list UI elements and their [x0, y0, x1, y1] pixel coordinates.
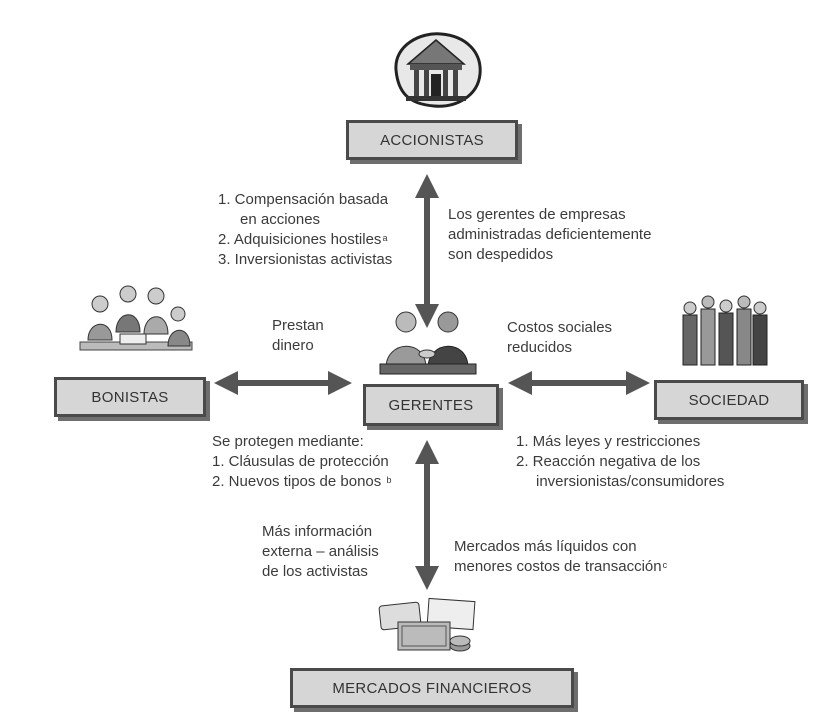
- mechanism-1-cont: en acciones: [240, 211, 321, 228]
- liquidity-line-1: Mercados más líquidos con: [454, 538, 637, 555]
- liquidity-line-2-text: menores costos de transacción: [454, 558, 662, 575]
- mercados-liquidity-text: Mercados más líquidos con menores costos…: [454, 537, 667, 577]
- building-illustration: [394, 32, 482, 108]
- consequence-2: 2. Reacción negativa de los: [516, 453, 701, 470]
- footnote-c: c: [662, 560, 668, 570]
- protection-heading: Se protegen mediante:: [212, 433, 364, 450]
- protection-2-text: 2. Nuevos tipos de bonos: [212, 473, 382, 490]
- effect-line-3: son despedidos: [448, 246, 554, 263]
- info-line-1: Más información: [262, 523, 373, 540]
- prestan-line: Prestan: [272, 317, 324, 334]
- society-crowd-illustration: [682, 295, 768, 366]
- accionistas-box: ACCIONISTAS: [346, 120, 518, 160]
- money-cards-illustration: [378, 597, 476, 652]
- sociedad-box: SOCIEDAD: [654, 380, 804, 420]
- dinero-line: dinero: [272, 337, 314, 354]
- protection-1: 1. Cláusulas de protección: [212, 453, 389, 470]
- bonistas-label: BONISTAS: [91, 388, 169, 406]
- accionistas-effect-text: Los gerentes de empresas administradas d…: [448, 205, 651, 265]
- sociedad-label: SOCIEDAD: [688, 391, 770, 409]
- sociedad-consequences-list: 1. Más leyes y restricciones 2. Reacción…: [516, 432, 724, 492]
- info-line-2: externa – análisis: [262, 543, 379, 560]
- managers-handshake-illustration: [379, 311, 477, 375]
- gerentes-label: GERENTES: [388, 396, 474, 414]
- consequence-2-cont: inversionistas/consumidores: [536, 473, 725, 490]
- footnote-b: b: [386, 475, 392, 485]
- bonistas-protection-list: Se protegen mediante: 1. Cláusulas de pr…: [212, 432, 391, 492]
- mechanism-1: 1. Compensación basada: [218, 191, 389, 208]
- footnote-a: a: [382, 233, 388, 243]
- bondholders-group-illustration: [79, 285, 193, 351]
- accionistas-mechanisms-list: 1. Compensación basada en acciones 2. Ad…: [218, 190, 392, 270]
- info-line-3: de los activistas: [262, 563, 368, 580]
- liquidity-line-2: menores costos de transacciónc: [454, 557, 667, 577]
- effect-line-2: administradas deficientemente: [448, 226, 652, 243]
- mechanism-3: 3. Inversionistas activistas: [218, 251, 393, 268]
- costos-line: Costos sociales: [507, 319, 613, 336]
- mercados-label: MERCADOS FINANCIEROS: [332, 679, 532, 697]
- bonistas-box: BONISTAS: [54, 377, 206, 417]
- sociedad-relation-text: Costos sociales reducidos: [507, 318, 612, 358]
- bonistas-relation-text: Prestan dinero: [272, 316, 324, 356]
- consequence-1: 1. Más leyes y restricciones: [516, 433, 701, 450]
- accionistas-label: ACCIONISTAS: [380, 131, 484, 149]
- mechanism-2-text: 2. Adquisiciones hostiles: [218, 231, 382, 248]
- effect-line-1: Los gerentes de empresas: [448, 206, 626, 223]
- mercados-info-text: Más información externa – análisis de lo…: [262, 522, 379, 582]
- protection-2: 2. Nuevos tipos de bonos b: [212, 472, 391, 492]
- reducidos-line: reducidos: [507, 339, 573, 356]
- mercados-box: MERCADOS FINANCIEROS: [290, 668, 574, 708]
- mechanism-2: 2. Adquisiciones hostilesa: [218, 230, 392, 250]
- gerentes-box: GERENTES: [363, 384, 499, 426]
